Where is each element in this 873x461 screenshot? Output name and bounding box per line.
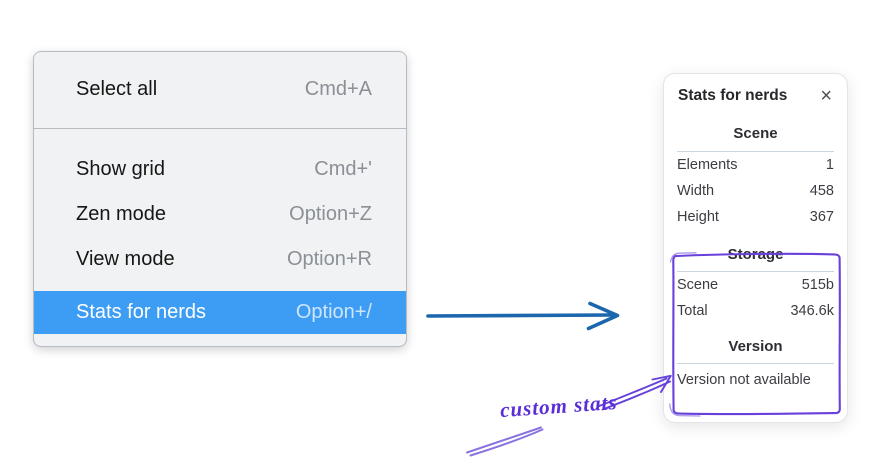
flow-arrow [426, 301, 620, 331]
menu-item-label: Stats for nerds [76, 301, 207, 323]
annotation-custom-stats-label: custom stats [499, 389, 619, 423]
stats-panel: Stats for nerds × Scene Elements 1 Width… [663, 73, 848, 423]
menu-item-shortcut: Cmd+A [304, 77, 372, 100]
stat-value: 515b [801, 277, 834, 293]
annotation-arrow-lower [466, 426, 544, 457]
menu-item-shortcut: Option+Z [289, 202, 372, 225]
menu-item-show-grid[interactable]: Show grid Cmd+' [34, 147, 406, 191]
section-heading-version: Version [728, 338, 783, 355]
menu-item-view-mode[interactable]: View mode Option+R [34, 237, 406, 281]
version-note: Version not available [677, 372, 811, 388]
stat-row-width: Width 458 [664, 178, 847, 204]
menu-item-select-all[interactable]: Select all Cmd+A [34, 67, 406, 111]
menu-item-label: Zen mode [76, 202, 167, 225]
stat-value: 458 [809, 183, 834, 199]
stat-label: Scene [677, 277, 719, 293]
menu-item-label: View mode [76, 247, 175, 270]
section-heading-storage: Storage [727, 246, 784, 263]
stat-label: Height [677, 209, 719, 225]
stat-row-scene-storage: Scene 515b [664, 272, 847, 298]
stat-row-elements: Elements 1 [664, 152, 847, 178]
stat-label: Total [677, 303, 708, 319]
section-heading-scene: Scene [733, 125, 778, 142]
stat-value: 367 [809, 209, 834, 225]
stat-value: 346.6k [790, 303, 834, 319]
menu-item-zen-mode[interactable]: Zen mode Option+Z [34, 192, 406, 236]
stats-panel-header: Stats for nerds × [664, 74, 847, 109]
stat-value: 1 [825, 157, 834, 173]
menu-item-stats-for-nerds[interactable]: Stats for nerds Option+/ [34, 291, 406, 334]
stats-panel-title: Stats for nerds [678, 87, 788, 104]
menu-item-shortcut: Cmd+' [314, 157, 372, 180]
menu-item-label: Show grid [76, 157, 165, 180]
menu-item-shortcut: Option+/ [295, 301, 372, 323]
menu-item-shortcut: Option+R [286, 247, 372, 270]
close-icon[interactable]: × [820, 85, 832, 107]
stat-row-height: Height 367 [664, 204, 847, 230]
menu-divider [34, 128, 406, 129]
context-menu: Select all Cmd+A Show grid Cmd+' Zen mod… [33, 51, 407, 347]
stat-label: Elements [677, 157, 738, 173]
stat-label: Width [677, 183, 715, 199]
stat-row-total-storage: Total 346.6k [664, 298, 847, 324]
section-divider [677, 151, 834, 152]
menu-item-label: Select all [76, 77, 158, 100]
